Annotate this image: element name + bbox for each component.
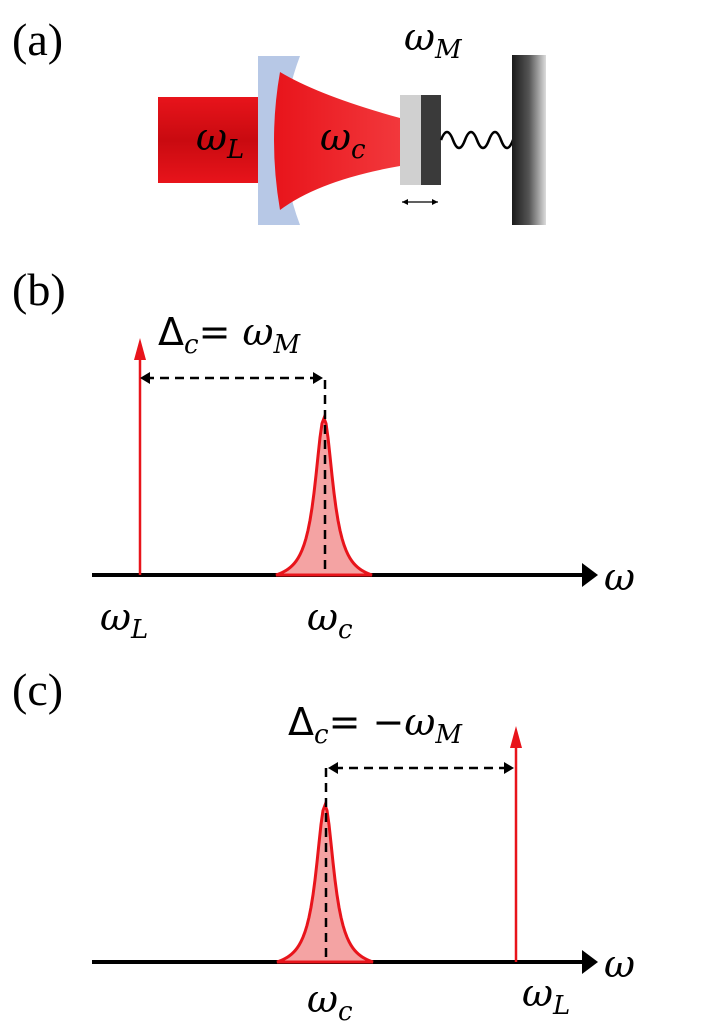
mechanical-frequency-label: ωM [404, 15, 463, 65]
frequency-axis-label: ω [604, 942, 635, 986]
panel-a-label: (a) [12, 14, 63, 65]
cavity-resonance-peak [276, 800, 374, 964]
laser-frequency-label: ωL [196, 115, 244, 165]
cavity-field [274, 72, 400, 210]
movable-mirror [421, 95, 441, 185]
optomechanical-setup: ωL ωc ωM [158, 15, 546, 225]
mirror-equilibrium [400, 95, 422, 185]
panel-c-label: (c) [12, 664, 63, 715]
frequency-axis-arrowhead [582, 563, 598, 587]
panel-c-spectrum: Δc= −ωM ωc ωL ω [92, 700, 635, 1025]
detuning-arrowhead-right [504, 762, 514, 774]
detuning-arrowhead-left [140, 372, 150, 384]
fixed-wall [512, 55, 546, 225]
spring [439, 130, 521, 150]
detuning-arrowhead-left [328, 762, 338, 774]
cavity-tick-label: ωc [307, 595, 353, 645]
cavity-resonance-peak [275, 413, 373, 577]
cavity-tick-label: ωc [307, 977, 353, 1025]
detuning-equation: Δc= −ωM [288, 700, 463, 750]
laser-line-arrowhead [134, 338, 146, 360]
laser-line-arrowhead [510, 726, 522, 748]
laser-tick-label: ωL [100, 595, 148, 645]
detuning-arrowhead-right [313, 372, 323, 384]
frequency-axis-label: ω [604, 555, 635, 599]
panel-b-spectrum: Δc= ωM ωL ωc ω [92, 310, 635, 645]
frequency-axis-arrowhead [582, 950, 598, 974]
cavity-frequency-label: ωc [320, 115, 366, 165]
detuning-equation: Δc= ωM [158, 310, 301, 360]
laser-tick-label: ωL [522, 971, 570, 1021]
panel-b-label: (b) [12, 264, 66, 315]
input-laser-beam [158, 97, 268, 183]
